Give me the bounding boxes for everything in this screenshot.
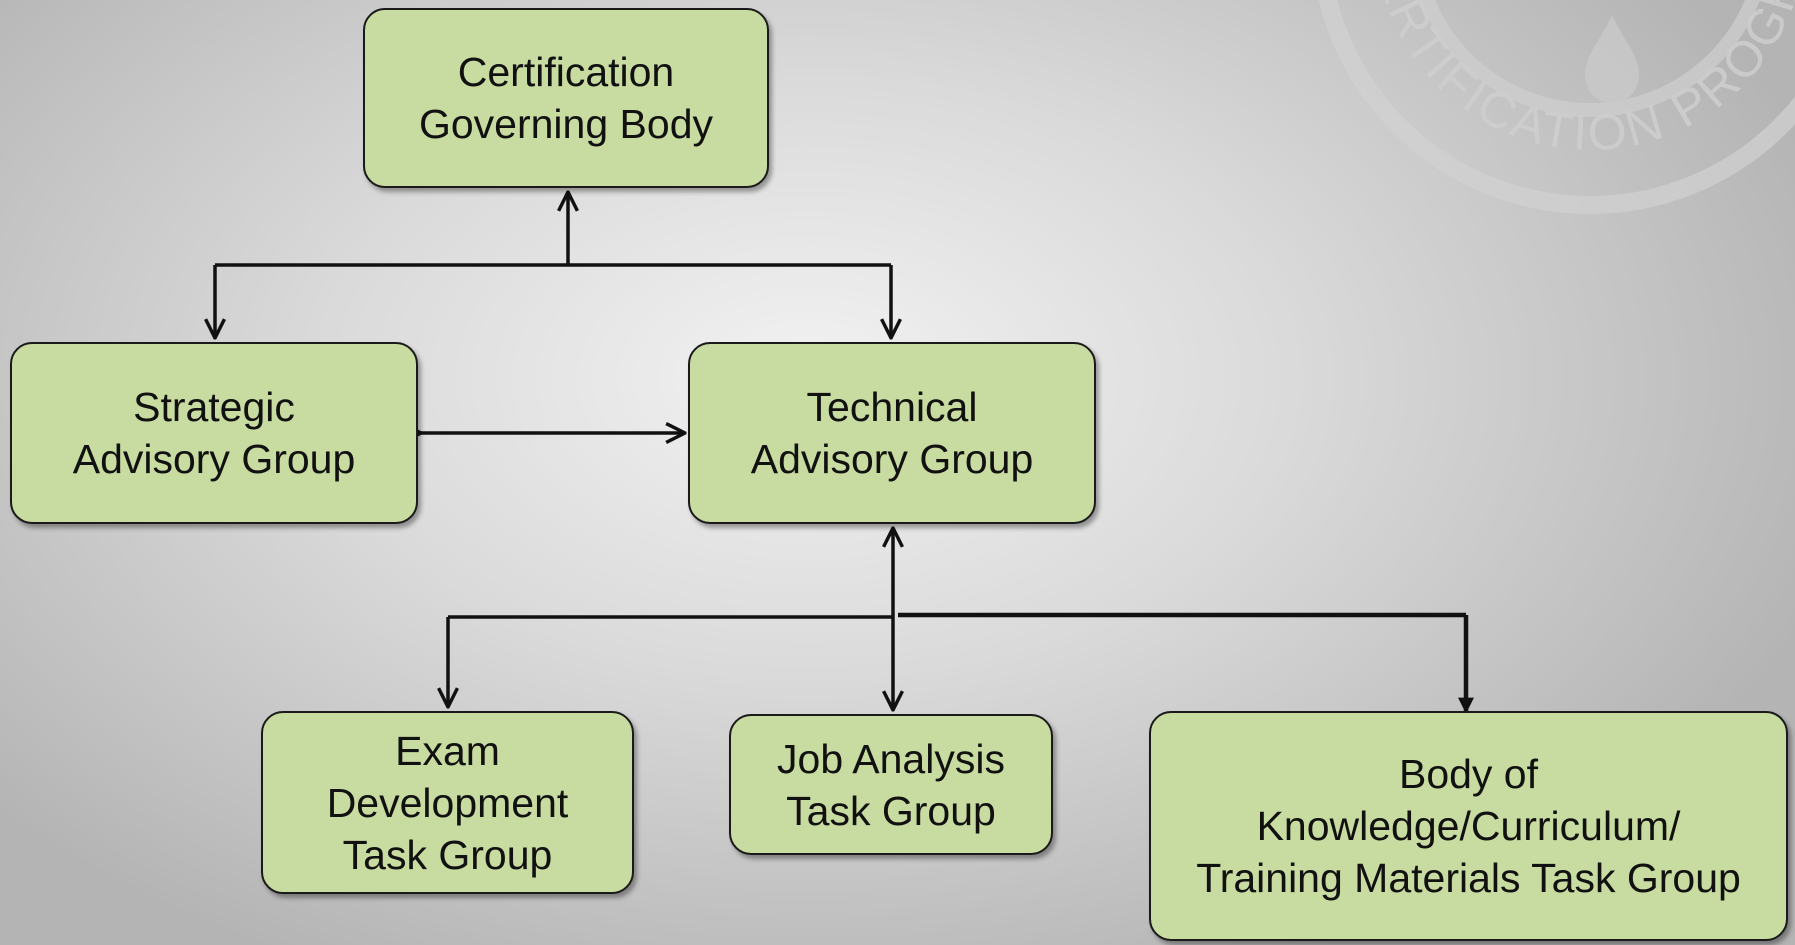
node-label-line: Strategic (133, 384, 295, 430)
node-label-line: Advisory Group (750, 436, 1034, 482)
node-label-line: Job Analysis (777, 735, 1005, 782)
node-strategic-advisory-group: Strategic Advisory Group (10, 342, 418, 524)
node-exam-development-task-group: Exam Development Task Group (261, 711, 634, 894)
node-job-analysis-task-group: Job Analysis Task Group (729, 714, 1053, 855)
node-label-line: Certification (457, 49, 675, 95)
node-label-line: Body of (1398, 751, 1539, 797)
node-label-line: Task Group (786, 787, 996, 834)
node-technical-advisory-group: Technical Advisory Group (688, 342, 1096, 524)
node-label-line: Governing Body (418, 101, 713, 147)
node-label-line: Advisory Group (72, 436, 356, 482)
node-body-of-knowledge-task-group: Body of Knowledge/Curriculum/ Training M… (1149, 711, 1788, 941)
node-label-line: Task Group (342, 831, 553, 878)
node-label-line: Technical (806, 384, 978, 430)
node-label-line: Training Materials Task Group (1196, 855, 1741, 901)
node-label-line: Knowledge/Curriculum/ (1256, 803, 1681, 849)
node-label-line: Development (326, 779, 569, 826)
node-certification-governing-body: Certification Governing Body (363, 8, 769, 188)
node-label-line: Exam (395, 727, 500, 774)
